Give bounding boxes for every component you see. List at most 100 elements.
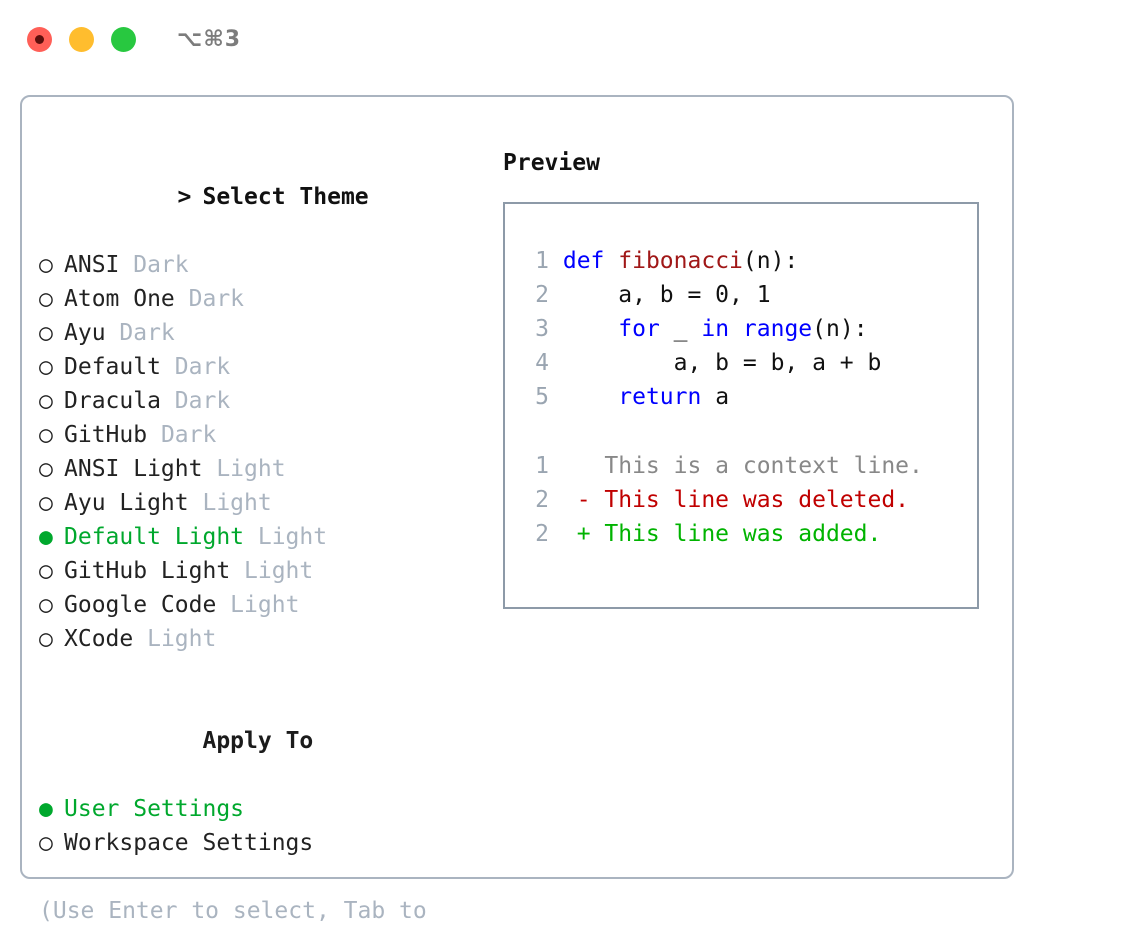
theme-list-item[interactable]: ○GitHub Light Light xyxy=(39,554,469,588)
theme-item-variant: Dark xyxy=(105,320,175,346)
theme-list-item[interactable]: ○ Default Dark xyxy=(39,350,469,384)
code-gutter-space xyxy=(549,316,563,342)
select-theme-heading-label: Select Theme xyxy=(202,184,369,210)
section-spacer xyxy=(39,656,469,690)
diff-line: 1 This is a context line. xyxy=(521,449,923,483)
theme-list-item[interactable]: ○XCode Light xyxy=(39,622,469,656)
diff-line-text: - This line was deleted. xyxy=(549,487,910,513)
theme-item-variant: Dark xyxy=(160,354,231,380)
apply-to-list: ● User Settings ○Workspace Settings xyxy=(39,792,469,860)
diff-line: 2 + This line was added. xyxy=(521,517,923,551)
diff-line-number: 2 xyxy=(535,487,549,513)
apply-to-item[interactable]: ○Workspace Settings xyxy=(39,826,469,860)
code-gutter-space xyxy=(549,282,563,308)
code-token: in xyxy=(701,316,730,342)
theme-selection-column: >Select Theme ○ANSI Dark○Atom One Dark○A… xyxy=(39,146,469,934)
theme-item-label: Atom One xyxy=(64,286,175,312)
code-token: a xyxy=(701,384,730,410)
radio-unselected-icon: ○ xyxy=(39,626,53,652)
theme-list-item[interactable]: ○ Ayu Light Light xyxy=(39,486,469,520)
theme-item-variant: Light xyxy=(133,626,217,652)
window-title: ⌥⌘3 xyxy=(177,26,242,52)
code-token xyxy=(729,316,743,342)
theme-item-variant: Dark xyxy=(160,388,231,414)
radio-selected-icon: ● xyxy=(39,796,53,822)
theme-list-item[interactable]: ○ ANSI Dark xyxy=(39,248,469,282)
minimize-button-icon[interactable] xyxy=(69,26,94,52)
theme-list-item[interactable]: ○ANSI Light Light xyxy=(39,452,469,486)
radio-unselected-icon: ○ xyxy=(39,354,53,380)
radio-unselected-icon: ○ xyxy=(39,286,53,312)
theme-list-item[interactable]: ●Default Light Light xyxy=(39,520,469,554)
apply-to-item-label: Workspace Settings xyxy=(64,830,314,856)
theme-item-label: GitHub Light xyxy=(64,558,231,584)
radio-unselected-icon: ○ xyxy=(39,422,53,448)
code-line-number: 5 xyxy=(535,384,549,410)
maximize-button-icon[interactable] xyxy=(111,26,136,52)
apply-to-heading: Apply To xyxy=(39,690,469,792)
code-line: 5 return a xyxy=(521,380,881,414)
code-line-number: 3 xyxy=(535,316,549,342)
diff-line-text: + This line was added. xyxy=(549,521,882,547)
preview-column: Preview 1 def fibonacci(n): 2 a, b = 0, 1… xyxy=(503,146,993,609)
theme-item-label: ANSI xyxy=(64,252,120,278)
code-sample: 1 def fibonacci(n): 2 a, b = 0, 1 3 for _ … xyxy=(521,244,881,414)
code-gutter-space xyxy=(549,384,563,410)
diff-line-number: 2 xyxy=(535,521,549,547)
diff-line-number: 1 xyxy=(535,453,549,479)
theme-list-item[interactable]: ○ Atom One Dark xyxy=(39,282,469,316)
apply-to-item-label: User Settings xyxy=(64,796,245,822)
preview-title: Preview xyxy=(503,150,600,176)
code-gutter-space xyxy=(549,248,563,274)
code-line-number: 2 xyxy=(535,282,549,308)
code-token xyxy=(563,384,618,410)
theme-list-item[interactable]: ○ Dracula Dark xyxy=(39,384,469,418)
theme-item-variant: Dark xyxy=(174,286,245,312)
code-line: 3 for _ in range(n): xyxy=(521,312,881,346)
window-titlebar: ⌥⌘3 xyxy=(0,0,1140,78)
theme-list: ○ ANSI Dark ○ Atom One Dark ○ Ayu Dark ○ Defaul… xyxy=(39,248,469,656)
apply-to-heading-label: Apply To xyxy=(202,728,314,754)
code-token: a, b = 0, 1 xyxy=(562,282,771,308)
radio-unselected-icon: ○ xyxy=(39,320,53,346)
radio-selected-icon: ● xyxy=(39,524,53,550)
code-line: 1 def fibonacci(n): xyxy=(521,244,881,278)
code-token xyxy=(604,248,618,274)
code-token: for xyxy=(618,316,660,342)
theme-item-variant: Dark xyxy=(119,252,189,278)
radio-unselected-icon: ○ xyxy=(39,252,53,278)
code-line: 4 a, b = b, a + b xyxy=(521,346,881,380)
code-token: return xyxy=(618,384,702,410)
theme-item-label: Google Code xyxy=(64,592,217,618)
radio-unselected-icon: ○ xyxy=(39,388,53,414)
theme-list-item[interactable]: ○ Google Code Light xyxy=(39,588,469,622)
keyboard-hint: (Use Enter to select, Tab to change focu… xyxy=(39,898,427,934)
close-button-icon[interactable] xyxy=(27,26,52,52)
preview-box: 1 def fibonacci(n): 2 a, b = 0, 1 3 for _ … xyxy=(503,202,979,609)
theme-item-variant: Light xyxy=(188,490,272,516)
code-token: def xyxy=(562,248,605,274)
window-controls xyxy=(27,26,136,52)
diff-line: 2 - This line was deleted. xyxy=(521,483,923,517)
code-token: _ xyxy=(659,316,702,342)
code-gutter-space xyxy=(549,350,563,376)
theme-item-label: Default Light xyxy=(64,524,245,550)
theme-item-label: GitHub xyxy=(64,422,148,448)
apply-to-indent xyxy=(177,724,202,758)
apply-to-item[interactable]: ● User Settings xyxy=(39,792,469,826)
theme-item-label: Ayu xyxy=(64,320,106,346)
radio-unselected-icon: ○ xyxy=(39,592,53,618)
theme-item-variant: Light xyxy=(230,558,314,584)
theme-item-variant: Light xyxy=(202,456,286,482)
theme-item-label: Default xyxy=(64,354,161,380)
theme-item-label: Dracula xyxy=(64,388,161,414)
theme-list-item[interactable]: ○ Ayu Dark xyxy=(39,316,469,350)
theme-list-item[interactable]: ○ GitHub Dark xyxy=(39,418,469,452)
theme-item-variant: Dark xyxy=(147,422,217,448)
code-line-number: 4 xyxy=(535,350,549,376)
radio-unselected-icon: ○ xyxy=(39,490,53,516)
theme-item-variant: Light xyxy=(216,592,300,618)
main-panel: >Select Theme ○ANSI Dark○Atom One Dark○A… xyxy=(20,95,1014,934)
theme-item-label: Ayu Light xyxy=(64,490,189,516)
theme-item-label: ANSI Light xyxy=(64,456,203,482)
